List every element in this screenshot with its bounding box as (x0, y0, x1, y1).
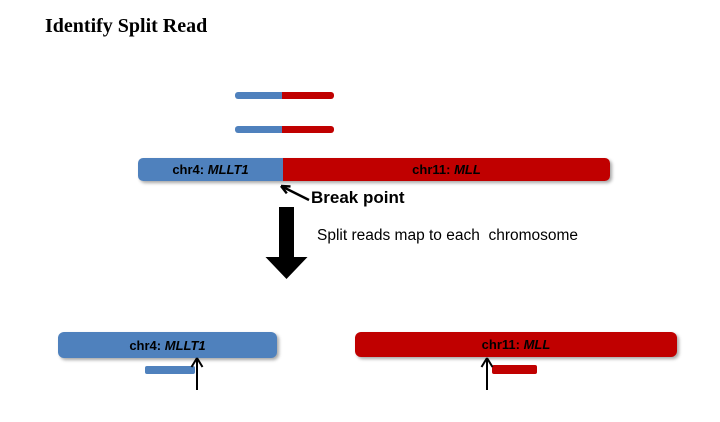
fusion-chr4-label: chr4: MLLT1 (172, 162, 249, 177)
read2-chr4-segment (235, 126, 282, 133)
fusion-chr11-region: chr11: MLL (283, 158, 610, 181)
down-arrow-icon (265, 207, 308, 279)
chr11-mapped-read (492, 365, 537, 374)
chr4-mapped-read (145, 366, 195, 374)
fusion-chr11-label: chr11: MLL (412, 162, 481, 177)
read2-chr11-segment (282, 126, 334, 133)
fusion-chr4-region: chr4: MLLT1 (138, 158, 283, 181)
page-title: Identify Split Read (45, 15, 208, 37)
chr4-chromosome-bar: chr4: MLLT1 (58, 332, 277, 358)
break-point-pointer-arrow-icon (280, 184, 310, 202)
split-read-2 (235, 126, 334, 133)
break-point-label: Break point (311, 188, 405, 207)
read1-chr4-segment (235, 92, 282, 99)
chr11-breakpoint-up-arrow-icon (480, 357, 494, 390)
fusion-construct-bar: chr4: MLLT1 chr11: MLL (138, 158, 610, 181)
split-read-1 (235, 92, 334, 99)
read1-chr11-segment (282, 92, 334, 99)
chr11-bar-label: chr11: MLL (481, 337, 551, 352)
chr4-breakpoint-up-arrow-icon (190, 357, 204, 390)
chr4-bar-label: chr4: MLLT1 (129, 337, 206, 353)
chr11-chromosome-bar: chr11: MLL (355, 332, 677, 357)
process-description: Split reads map to each chromosome (317, 227, 579, 244)
